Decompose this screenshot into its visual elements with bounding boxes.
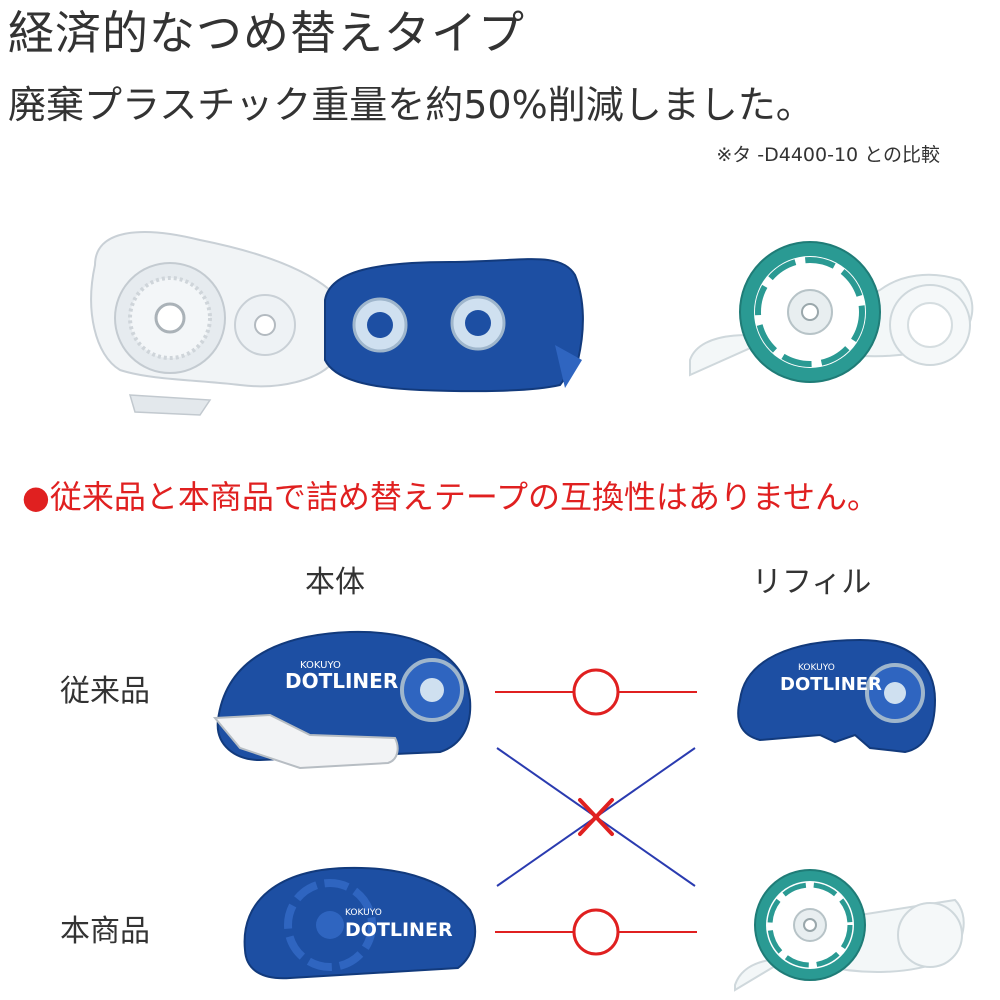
refill-product-photos	[90, 231, 974, 416]
column-header-body: 本体	[305, 565, 365, 600]
blue-refill-cassette-image	[324, 258, 584, 393]
circle-mark-icon	[572, 668, 620, 716]
row-header-new-product: 本商品	[60, 914, 150, 949]
column-header-refill: リフィル	[752, 565, 872, 600]
page-subtitle: 廃棄プラスチック重量を約50%削減しました。	[8, 83, 814, 127]
teal-refill-spool-image	[689, 241, 974, 383]
product-name-new-body: DOTLINER	[345, 919, 453, 941]
old-to-old-compatible-link	[495, 668, 697, 716]
row-header-old-product: 従来品	[60, 674, 150, 709]
brand-label-new-body: KOKUYO	[345, 908, 382, 918]
cross-mark-icon	[578, 798, 614, 836]
product-name-old-refill: DOTLINER	[780, 674, 882, 695]
old-refill-cassette-image: KOKUYO DOTLINER	[737, 638, 937, 754]
cross-incompatible-links	[496, 747, 696, 887]
page-title: 経済的なつめ替えタイプ	[8, 6, 525, 60]
compatibility-notice: ●従来品と本商品で詰め替えテープの互換性はありません。	[22, 478, 880, 516]
comparison-footnote: ※タ -D4400-10 との比較	[716, 144, 940, 166]
clear-body-shell-image	[90, 231, 337, 416]
product-name-old-body: DOTLINER	[285, 669, 398, 693]
brand-label-old-body: KOKUYO	[300, 660, 341, 671]
brand-label-old-refill: KOKUYO	[798, 663, 835, 673]
new-to-new-compatible-link	[495, 908, 697, 956]
new-refill-spool-image	[734, 869, 965, 992]
new-body-dispenser-image: KOKUYO DOTLINER	[243, 866, 477, 980]
circle-mark-icon	[572, 908, 620, 956]
old-body-dispenser-image: KOKUYO DOTLINER	[212, 630, 472, 770]
